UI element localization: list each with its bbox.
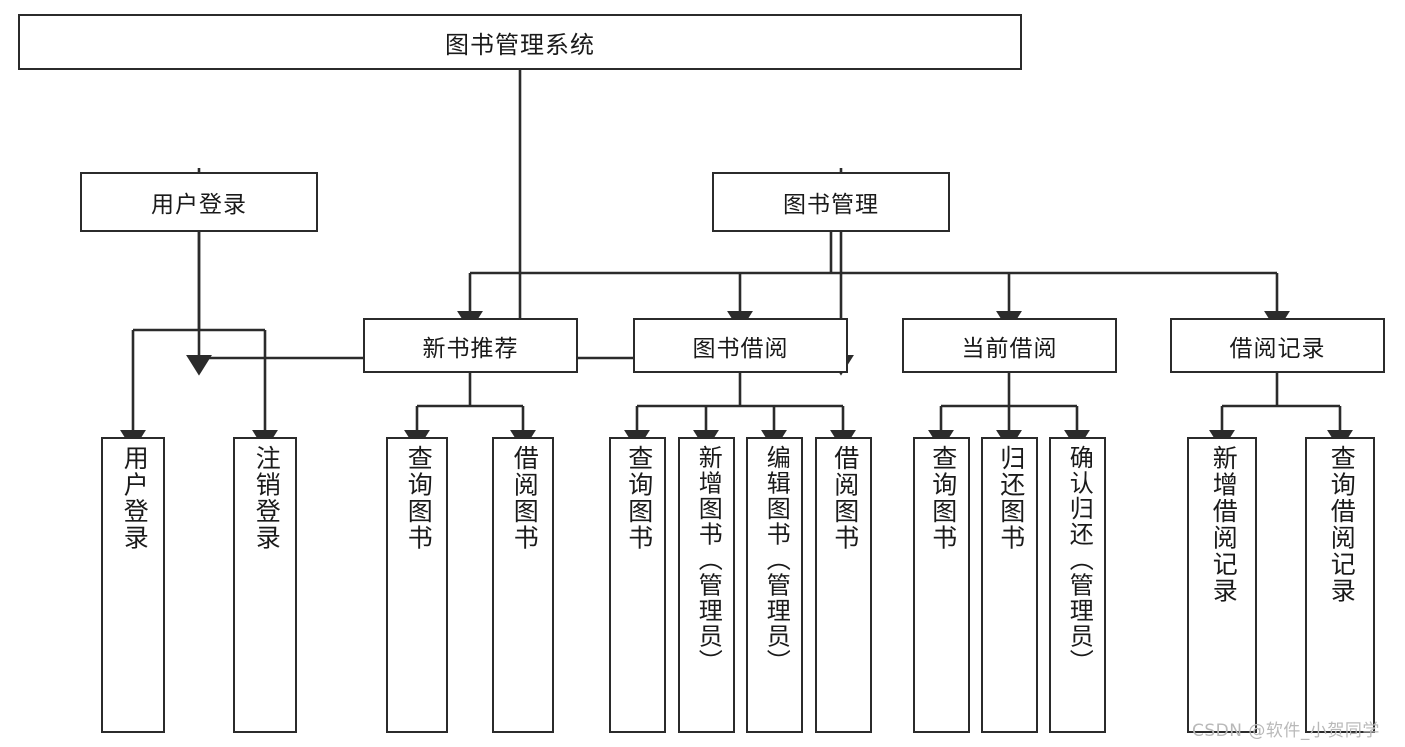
node-book-manage-label: 图书管理 — [783, 192, 879, 218]
leaf-query-book-2-label: 查询图书 — [624, 445, 654, 551]
leaf-user-login[interactable]: 用户登录 — [101, 437, 165, 733]
leaf-query-book-2[interactable]: 查询图书 — [609, 437, 666, 733]
node-user-login-label: 用户登录 — [151, 192, 247, 218]
leaf-edit-book[interactable]: 编辑图书（管理员） — [746, 437, 803, 733]
node-book-manage[interactable]: 图书管理 — [712, 172, 950, 232]
leaf-return-book-label: 归还图书 — [996, 445, 1026, 551]
node-borrow-record-label: 借阅记录 — [1229, 335, 1326, 362]
node-book-borrow-label: 图书借阅 — [692, 335, 789, 362]
node-user-login[interactable]: 用户登录 — [80, 172, 318, 232]
leaf-query-book-1-label: 查询图书 — [404, 445, 434, 551]
leaf-add-book-label: 新增图书（管理员） — [694, 445, 723, 675]
leaf-add-book[interactable]: 新增图书（管理员） — [678, 437, 735, 733]
node-borrow-record[interactable]: 借阅记录 — [1170, 318, 1385, 373]
leaf-borrow-book-1[interactable]: 借阅图书 — [492, 437, 554, 733]
leaf-return-book[interactable]: 归还图书 — [981, 437, 1038, 733]
watermark: CSDN @软件_小贺同学 — [1192, 721, 1380, 741]
node-current-borrow-label: 当前借阅 — [961, 335, 1058, 362]
leaf-query-record-label: 查询借阅记录 — [1327, 445, 1357, 604]
leaf-logout-login-label: 注销登录 — [252, 445, 282, 551]
leaf-edit-book-label: 编辑图书（管理员） — [762, 445, 791, 675]
leaf-confirm-return[interactable]: 确认归还（管理员） — [1049, 437, 1106, 733]
leaf-borrow-book-2[interactable]: 借阅图书 — [815, 437, 872, 733]
node-root-label: 图书管理系统 — [445, 30, 595, 59]
leaf-query-book-1[interactable]: 查询图书 — [386, 437, 448, 733]
node-book-borrow[interactable]: 图书借阅 — [633, 318, 848, 373]
leaf-add-record[interactable]: 新增借阅记录 — [1187, 437, 1257, 733]
leaf-query-book-3-label: 查询图书 — [928, 445, 958, 551]
leaf-add-record-label: 新增借阅记录 — [1209, 445, 1239, 604]
leaf-user-login-label: 用户登录 — [120, 445, 150, 551]
leaf-borrow-book-2-label: 借阅图书 — [830, 445, 860, 551]
leaf-query-record[interactable]: 查询借阅记录 — [1305, 437, 1375, 733]
leaf-borrow-book-1-label: 借阅图书 — [510, 445, 540, 551]
leaf-confirm-return-label: 确认归还（管理员） — [1065, 445, 1094, 675]
leaf-query-book-3[interactable]: 查询图书 — [913, 437, 970, 733]
leaf-logout-login[interactable]: 注销登录 — [233, 437, 297, 733]
node-new-book-rec-label: 新书推荐 — [422, 335, 519, 362]
node-current-borrow[interactable]: 当前借阅 — [902, 318, 1117, 373]
node-new-book-rec[interactable]: 新书推荐 — [363, 318, 578, 373]
node-root[interactable]: 图书管理系统 — [18, 14, 1022, 70]
